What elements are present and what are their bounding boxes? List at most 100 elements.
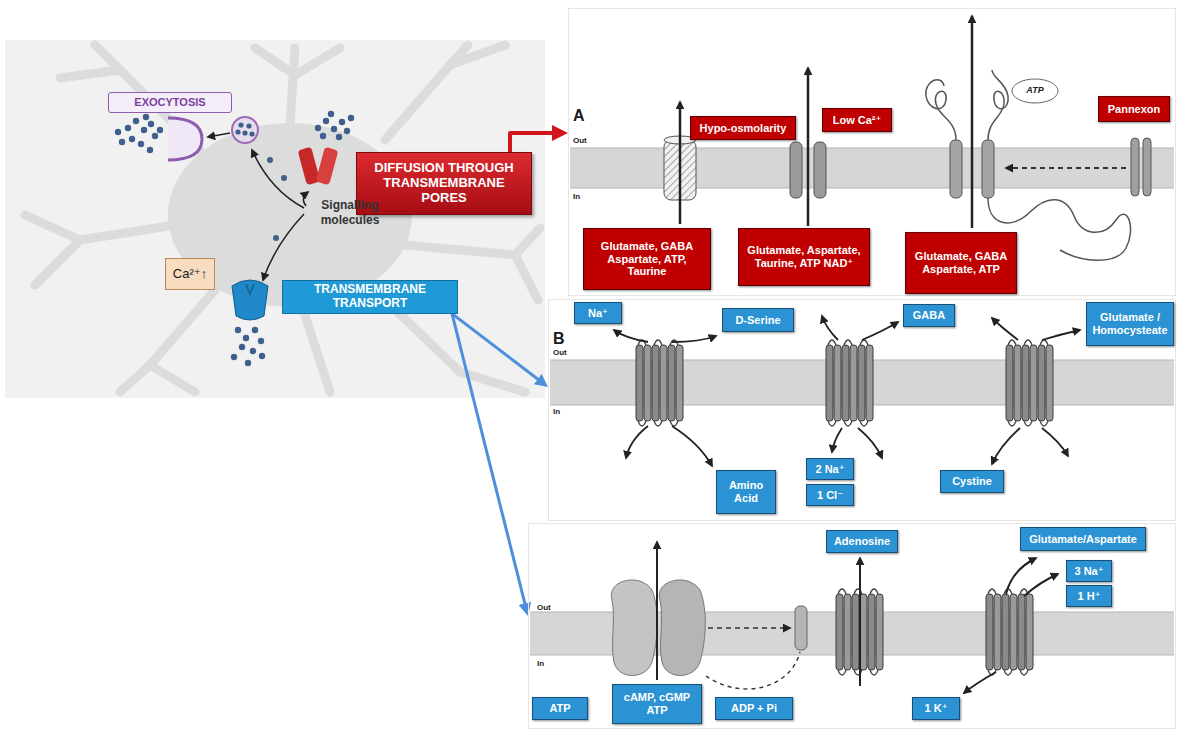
box-text: EXOCYTOSIS xyxy=(134,96,205,109)
molecule-box: 3 Na⁺ xyxy=(1066,560,1112,582)
transporter-symbol xyxy=(232,280,268,320)
molecule-box: Glutamate, GABA Aspartate, ATP, Taurine xyxy=(583,228,711,290)
panel-letter: A xyxy=(573,107,585,125)
panel-frame: BOutInNa⁺D-SerineGABAGlutamate / Homocys… xyxy=(548,299,1176,521)
panel-b-illustration xyxy=(614,330,648,342)
molecule-dots xyxy=(125,125,131,131)
panel-b-lower-illustration xyxy=(657,542,1058,693)
astrocyte-illustration xyxy=(385,45,505,140)
molecule-dots xyxy=(252,327,258,333)
box-text: Ca²⁺↑ xyxy=(173,267,207,282)
panel-b-illustration xyxy=(858,428,882,458)
astrocyte-illustration xyxy=(5,40,545,398)
astrocyte-illustration xyxy=(295,48,340,75)
panel-text-holder: Out xyxy=(553,349,567,358)
molecule-box: Glutamate / Homocysteate xyxy=(1086,302,1174,346)
astrocyte-illustration xyxy=(5,40,545,398)
panel-b-illustration xyxy=(626,426,648,458)
molecule-dots xyxy=(320,133,326,139)
molecule-box: 1 K⁺ xyxy=(912,697,960,720)
membrane-side-label: In xyxy=(537,660,544,669)
molecule-dots xyxy=(119,139,125,145)
molecule-dots xyxy=(148,121,154,127)
astrocyte-illustration xyxy=(300,300,330,392)
membrane-side-label: Out xyxy=(553,349,567,358)
astrocyte-illustration xyxy=(25,215,175,240)
panel-b-illustration xyxy=(992,318,1018,340)
molecule-dots xyxy=(249,131,254,136)
molecule-dots xyxy=(281,175,287,181)
box-text: 1 Cl⁻ xyxy=(817,489,843,502)
molecule-dots xyxy=(147,147,153,153)
molecule-box: Glutamate/Aspartate xyxy=(1020,527,1146,551)
connector-arrow xyxy=(510,133,560,152)
panel-b-lower-illustration xyxy=(611,580,657,676)
molecule-box: Na⁺ xyxy=(574,302,622,324)
box-text: 1 K⁺ xyxy=(925,702,948,715)
molecule-dots xyxy=(339,119,345,125)
panel-text-holder: B xyxy=(553,330,565,348)
molecule-dots xyxy=(331,126,337,132)
panel-b-illustration xyxy=(992,428,1020,464)
panel-b-illustration xyxy=(1042,428,1068,456)
panel-a-illustration xyxy=(982,140,994,198)
membrane-side-label: In xyxy=(573,193,580,202)
molecule-dots xyxy=(238,122,243,127)
panel-a-illustration xyxy=(1012,79,1058,103)
molecule-dots xyxy=(157,127,163,133)
exocytosis-symbol xyxy=(168,118,202,160)
panel-a-illustration xyxy=(926,80,956,140)
astrocyte-illustration xyxy=(290,48,295,125)
panel-b-illustration xyxy=(672,426,712,466)
molecule-dots xyxy=(259,353,265,359)
astrocyte-illustration xyxy=(25,45,540,392)
connector-arrow xyxy=(452,314,526,610)
molecule-dots xyxy=(328,111,334,117)
box-text: DIFFUSION THROUGH TRANSMEMBRANE PORES xyxy=(361,161,527,206)
box-text: TRANSMEMBRANE TRANSPORT xyxy=(287,283,453,311)
molecule-dots xyxy=(245,360,251,366)
panel-text-holder: A xyxy=(573,107,585,125)
panel-b-illustration xyxy=(672,336,716,342)
panel-a-illustration xyxy=(570,188,1174,189)
molecule-dots xyxy=(315,125,321,131)
panel-b-illustration xyxy=(862,322,898,340)
panel-a-illustration xyxy=(1012,79,1058,103)
molecule-dots xyxy=(141,127,147,133)
box-text: Glutamate, GABA Aspartate, ATP xyxy=(910,250,1012,275)
label-holder: Signalling molecules xyxy=(304,198,396,228)
molecule-box: D-Serine xyxy=(722,308,794,332)
box-text: 1 H⁺ xyxy=(1078,590,1101,603)
molecule-dots xyxy=(231,354,237,360)
panel-b-lower-illustration xyxy=(530,542,1174,693)
transporter-symbol xyxy=(246,284,254,294)
panel-b-lower-illustration xyxy=(659,580,705,676)
signalling-arrows xyxy=(263,214,304,280)
panel-text-holder: Out xyxy=(573,137,587,146)
panel-b-illustration xyxy=(1006,340,1053,426)
panel-b-lower-illustration xyxy=(1024,574,1058,596)
box-text: 2 Na⁺ xyxy=(815,463,844,476)
molecule-dots xyxy=(246,123,251,128)
molecule-box: GABA xyxy=(903,304,955,327)
molecule-dots xyxy=(242,130,247,135)
molecule-dots xyxy=(267,157,273,163)
molecule-dots xyxy=(336,134,342,140)
panel-a-illustration xyxy=(790,142,802,198)
panel-b-lower-illustration xyxy=(859,558,861,686)
panel-b-lower-illustration xyxy=(656,542,658,680)
astrocyte-illustration xyxy=(255,48,295,75)
exocytosis-symbol xyxy=(208,133,230,137)
pore-symbol xyxy=(316,147,339,185)
molecule-dots xyxy=(344,128,350,134)
molecule-dots xyxy=(348,115,354,121)
box-text: Na⁺ xyxy=(588,307,608,320)
molecule-box: ADP + Pi xyxy=(715,697,793,720)
panel-b-illustration xyxy=(826,340,873,426)
pathway-box: DIFFUSION THROUGH TRANSMEMBRANE PORES xyxy=(356,152,532,215)
pore-symbol xyxy=(298,147,339,185)
calcium-box: Ca²⁺↑ xyxy=(165,258,215,290)
box-text: 3 Na⁺ xyxy=(1074,565,1103,578)
panel-frame: AOutInHypo-osmolarityLow Ca²⁺PannexonGlu… xyxy=(568,8,1176,296)
